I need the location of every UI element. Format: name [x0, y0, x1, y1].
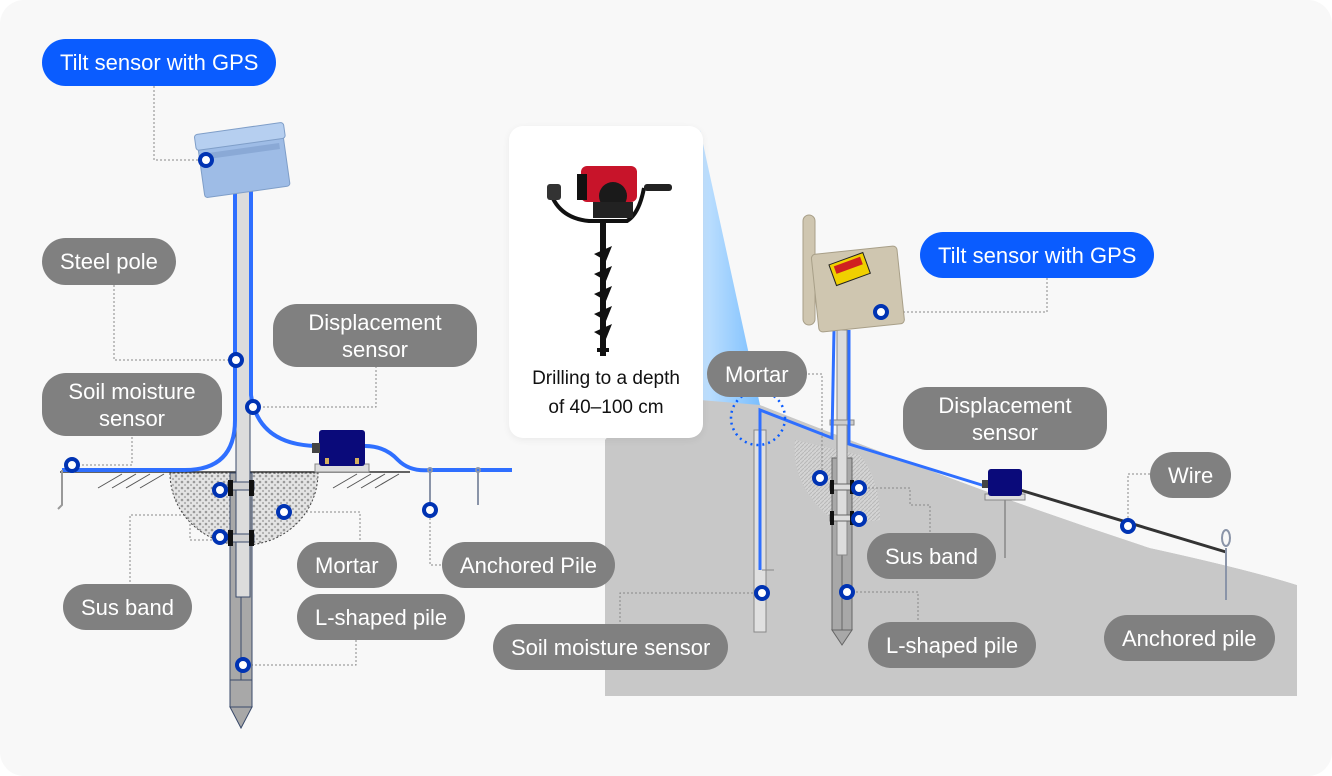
label-sus-band-left[interactable]: Sus band	[63, 584, 192, 630]
label-tilt-sensor-left[interactable]: Tilt sensor with GPS	[42, 39, 277, 86]
label-text: Mortar	[315, 552, 379, 578]
marker-l-shaped-pile-left[interactable]	[235, 657, 251, 673]
marker-wire[interactable]	[1120, 518, 1136, 534]
label-soil-moisture-left[interactable]: Soil moisture sensor	[42, 373, 222, 436]
leader-lines-left	[72, 86, 445, 666]
marker-steel-pole[interactable]	[228, 352, 244, 368]
markers-right	[754, 304, 1136, 601]
label-anchored-pile-left[interactable]: Anchored Pile	[442, 542, 615, 588]
displacement-sensor-right	[982, 469, 1026, 558]
marker-sus-band-top-left[interactable]	[212, 482, 228, 498]
marker-sus-band-bottom-left[interactable]	[212, 529, 228, 545]
label-l-shaped-pile-right[interactable]: L-shaped pile	[868, 622, 1037, 668]
marker-tilt-sensor-left[interactable]	[198, 152, 214, 168]
label-text-line1: Soil moisture	[68, 378, 196, 404]
marker-anchored-pile-left[interactable]	[422, 502, 438, 518]
label-text: L-shaped pile	[886, 632, 1019, 658]
label-mortar-right[interactable]: Mortar	[707, 351, 807, 397]
label-text: Mortar	[725, 361, 789, 387]
label-text: Sus band	[885, 543, 978, 569]
marker-sus-band-top-right[interactable]	[851, 480, 867, 496]
label-text: Tilt sensor with GPS	[938, 242, 1137, 268]
label-text: Tilt sensor with GPS	[60, 50, 259, 75]
label-displacement-sensor-left[interactable]: Displacement sensor	[273, 304, 477, 367]
anchored-pins-left	[427, 467, 481, 505]
anchored-pile-right	[1221, 529, 1231, 600]
label-text-line2: sensor	[971, 419, 1039, 445]
sus-bands-left	[227, 480, 255, 546]
marker-soil-moisture-right[interactable]	[754, 585, 770, 601]
label-text: Anchored pile	[1122, 625, 1257, 651]
soil-moisture-probe-left	[57, 470, 63, 510]
label-anchored-pile-right[interactable]: Anchored pile	[1104, 615, 1275, 661]
label-text: Wire	[1168, 462, 1214, 488]
earth-auger-drill-icon	[547, 166, 672, 356]
ground-hatch-left	[97, 473, 400, 489]
marker-mortar-right[interactable]	[812, 470, 828, 486]
label-text: Steel pole	[60, 249, 158, 274]
label-text: L-shaped pile	[315, 604, 448, 630]
marker-displacement-left[interactable]	[245, 399, 261, 415]
tilt-sensor-box-left	[194, 122, 291, 198]
label-wire[interactable]: Wire	[1150, 452, 1232, 498]
label-text-line2: sensor	[98, 405, 166, 431]
drill-caption-line2: of 40–100 cm	[548, 397, 664, 418]
soil-moisture-probe-right	[753, 429, 774, 633]
slope-surface	[760, 405, 1297, 585]
label-text: Anchored Pile	[460, 552, 597, 578]
marker-sus-band-bottom-right[interactable]	[851, 511, 867, 527]
marker-l-shaped-pile-right[interactable]	[839, 584, 855, 600]
label-tilt-sensor-right[interactable]: Tilt sensor with GPS	[920, 232, 1155, 278]
cables-right	[758, 329, 986, 488]
leader-lines-right	[619, 278, 1150, 630]
label-steel-pole[interactable]: Steel pole	[42, 238, 176, 285]
marker-mortar-left[interactable]	[276, 504, 292, 520]
marker-soil-moisture-left[interactable]	[64, 457, 80, 473]
left-installation	[57, 86, 512, 730]
label-sus-band-right[interactable]: Sus band	[867, 533, 996, 579]
displacement-sensor-left	[312, 430, 370, 473]
label-text: Sus band	[81, 594, 174, 620]
label-text-line2: sensor	[341, 336, 409, 362]
label-text-line1: Displacement	[308, 309, 442, 335]
tilt-sensor-box-right	[802, 214, 905, 333]
drill-caption: Drilling to a depth of 40–100 cm	[509, 364, 703, 422]
markers-left	[64, 152, 438, 673]
drill-card: Drilling to a depth of 40–100 cm	[509, 126, 703, 438]
drill-caption-line1: Drilling to a depth	[532, 368, 680, 389]
label-soil-moisture-right[interactable]: Soil moisture sensor	[493, 624, 729, 670]
label-text: Soil moisture sensor	[511, 634, 711, 660]
label-displacement-sensor-right[interactable]: Displacement sensor	[903, 387, 1107, 450]
marker-tilt-sensor-right[interactable]	[873, 304, 889, 320]
cables-left	[62, 190, 512, 473]
label-l-shaped-pile-left[interactable]: L-shaped pile	[297, 594, 466, 640]
label-mortar-left[interactable]: Mortar	[297, 542, 397, 588]
label-text-line1: Displacement	[938, 392, 1072, 418]
